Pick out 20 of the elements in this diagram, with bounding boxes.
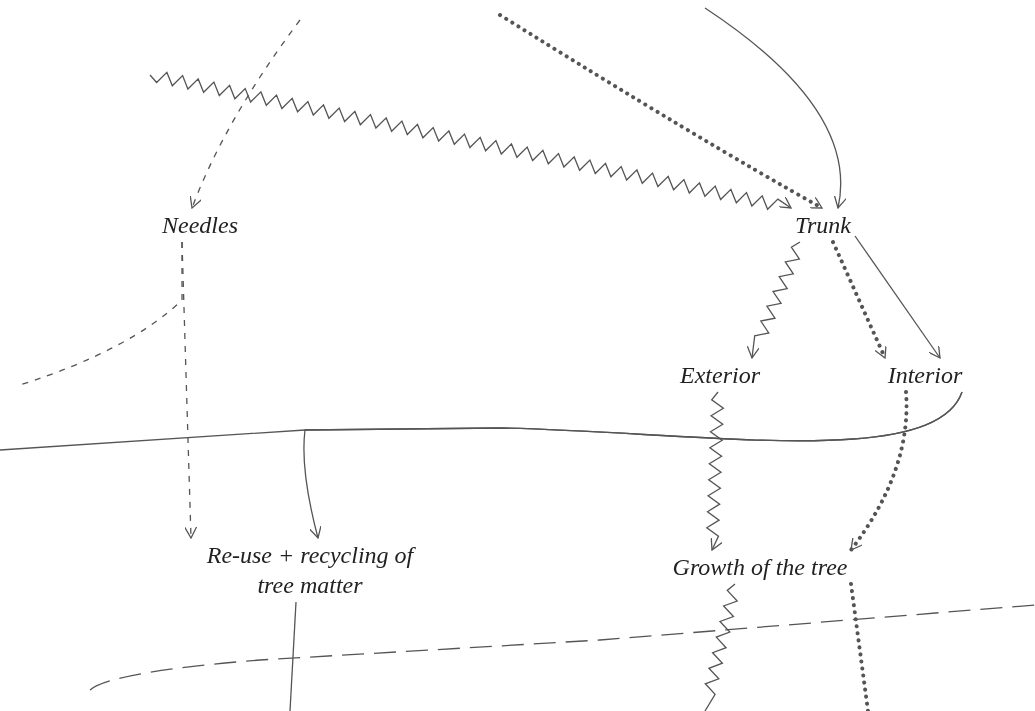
dotted-arrow <box>849 390 909 552</box>
line <box>0 391 963 451</box>
dashed-line <box>19 241 183 386</box>
dotted-arrow <box>831 240 887 360</box>
zigzag-arrow <box>705 391 725 551</box>
dotted-arrow <box>498 13 824 210</box>
dotted-line <box>849 582 870 711</box>
arrow <box>854 235 941 359</box>
zigzag-arrow <box>746 241 801 359</box>
arrow <box>704 7 847 209</box>
node-label: Needles <box>162 211 238 240</box>
zigzag-line <box>704 583 739 711</box>
node-label: Re-use + recycling of tree matter <box>205 541 417 600</box>
node-label: Growth of the tree <box>672 553 848 582</box>
zigzag-arrow <box>149 71 792 211</box>
node-label: Interior <box>887 361 963 390</box>
node-label: Trunk <box>795 211 851 240</box>
line <box>289 601 297 711</box>
dashed-arrow <box>189 19 301 209</box>
node-label: Exterior <box>680 361 760 390</box>
